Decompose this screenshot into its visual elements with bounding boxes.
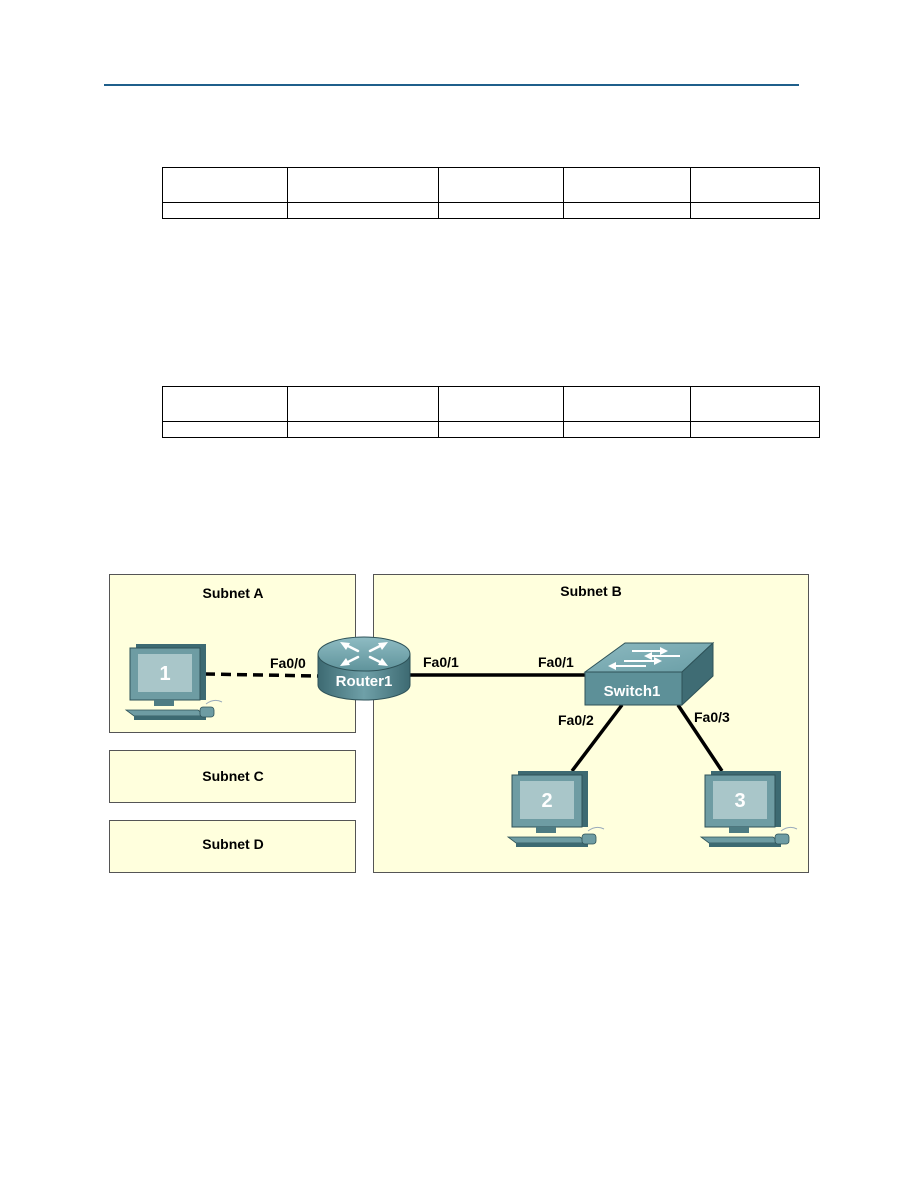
header-rule bbox=[104, 84, 799, 86]
table-cell[interactable] bbox=[162, 167, 288, 203]
subnet-d-label: Subnet D bbox=[202, 836, 263, 852]
table-cell[interactable] bbox=[438, 167, 564, 203]
computer-icon[interactable]: 2 bbox=[506, 771, 605, 847]
link-switch-pc2 bbox=[570, 703, 624, 773]
table-cell[interactable] bbox=[690, 202, 820, 219]
table-row bbox=[162, 386, 820, 422]
table-row bbox=[162, 167, 820, 203]
table-cell[interactable] bbox=[563, 421, 691, 438]
link-pc1-router bbox=[204, 672, 319, 678]
switch-icon[interactable]: Switch1 bbox=[583, 641, 715, 707]
table-cell[interactable] bbox=[287, 386, 439, 422]
table-cell[interactable] bbox=[162, 386, 288, 422]
host-label: 2 bbox=[541, 790, 552, 812]
port-label-router-fa0-0: Fa0/0 bbox=[270, 655, 306, 671]
port-label-switch-fa0-3: Fa0/3 bbox=[694, 709, 730, 725]
subnet-a-label: Subnet A bbox=[203, 585, 264, 601]
subnet-c-box: Subnet C bbox=[109, 750, 356, 803]
table-cell[interactable] bbox=[690, 167, 820, 203]
port-label-router-fa0-1: Fa0/1 bbox=[423, 654, 459, 670]
table-cell[interactable] bbox=[438, 386, 564, 422]
blank-table-2 bbox=[162, 386, 820, 438]
table-cell[interactable] bbox=[438, 421, 564, 438]
switch-label: Switch1 bbox=[604, 683, 661, 700]
table-cell[interactable] bbox=[287, 202, 439, 219]
subnet-b-label: Subnet B bbox=[560, 583, 621, 599]
table-cell[interactable] bbox=[287, 421, 439, 438]
table-cell[interactable] bbox=[690, 421, 820, 438]
blank-table-1 bbox=[162, 167, 820, 219]
table-row bbox=[162, 421, 820, 438]
table-cell[interactable] bbox=[563, 386, 691, 422]
table-cell[interactable] bbox=[563, 202, 691, 219]
port-label-switch-fa0-1: Fa0/1 bbox=[538, 654, 574, 670]
table-cell[interactable] bbox=[690, 386, 820, 422]
subnet-c-label: Subnet C bbox=[202, 768, 263, 784]
router-icon[interactable]: Router1 bbox=[317, 636, 411, 701]
computer-icon[interactable]: 3 bbox=[699, 771, 798, 847]
link-switch-pc3 bbox=[676, 704, 724, 772]
computer-icon[interactable]: 1 bbox=[124, 644, 223, 720]
subnet-d-box: Subnet D bbox=[109, 820, 356, 873]
host-label: 1 bbox=[159, 663, 170, 685]
host-label: 3 bbox=[734, 790, 745, 812]
table-cell[interactable] bbox=[287, 167, 439, 203]
table-cell[interactable] bbox=[162, 202, 288, 219]
table-cell[interactable] bbox=[438, 202, 564, 219]
port-label-switch-fa0-2: Fa0/2 bbox=[558, 712, 594, 728]
table-cell[interactable] bbox=[563, 167, 691, 203]
table-cell[interactable] bbox=[162, 421, 288, 438]
table-row bbox=[162, 202, 820, 219]
router-label: Router1 bbox=[336, 673, 393, 690]
